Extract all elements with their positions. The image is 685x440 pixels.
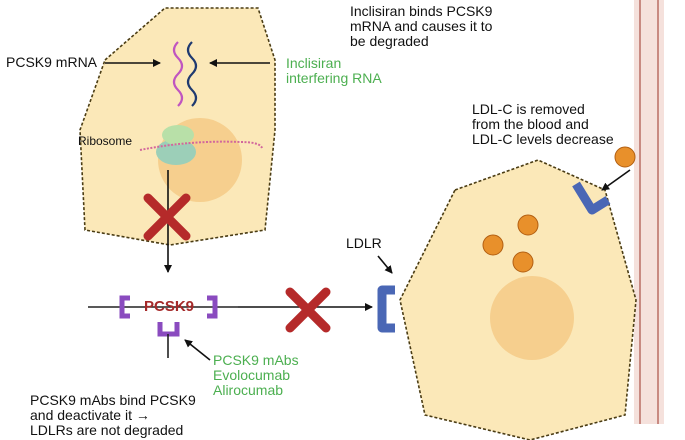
nucleus-bottom bbox=[490, 276, 574, 360]
block-x-translation bbox=[143, 193, 191, 241]
blood-vessel bbox=[634, 0, 664, 424]
ldlr-receptor-membrane bbox=[377, 285, 395, 333]
label-pcsk9: PCSK9 bbox=[144, 298, 195, 315]
label-inclisiran-binds: Inclisiran binds PCSK9 mRNA and causes i… bbox=[350, 3, 493, 49]
ldlr-receptor-bound bbox=[572, 181, 611, 215]
inclisiran-rna-strand bbox=[186, 41, 198, 107]
label-ldlc-removed: LDL-C is removed from the blood and LDL-… bbox=[472, 101, 614, 147]
label-ribosome: Ribosome bbox=[78, 134, 133, 148]
arrow-ldlr-label bbox=[377, 255, 393, 274]
arrow-mabs bbox=[184, 339, 211, 361]
pcsk9-mrna-strand bbox=[172, 41, 184, 107]
pcsk9-complex bbox=[88, 295, 238, 358]
label-ldlr: LDLR bbox=[346, 235, 382, 251]
arrow-ldl-removal bbox=[601, 169, 631, 191]
label-pcsk9-mrna: PCSK9 mRNA bbox=[6, 54, 98, 70]
label-inclisiran: Inclisiran interfering RNA bbox=[286, 55, 382, 86]
label-mabs-bind: PCSK9 mAbs bind PCSK9 and deactivate it … bbox=[30, 392, 196, 438]
ldl-particles bbox=[482, 146, 636, 273]
ribosome bbox=[139, 125, 263, 165]
block-x-ldlr-degradation bbox=[285, 287, 331, 333]
label-pcsk9-mabs: PCSK9 mAbs Evolocumab Alirocumab bbox=[213, 352, 299, 398]
